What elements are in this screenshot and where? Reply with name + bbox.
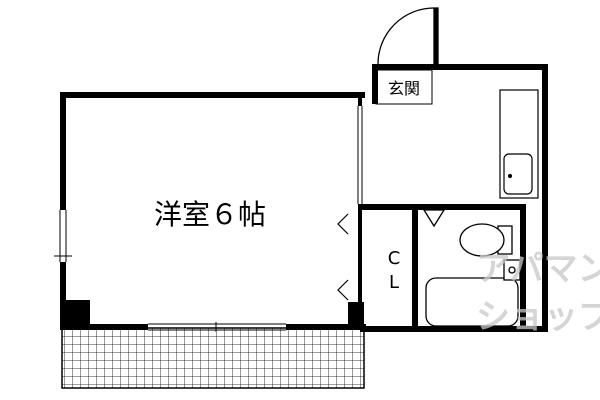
entrance-door [377,7,439,65]
kitchen-counter [499,89,539,199]
closet-door-marks [337,213,349,301]
walls [60,64,548,332]
genkan-label: 玄関 [388,79,420,98]
closet-label-l: L [389,272,399,293]
bath [425,259,521,327]
closet-label-c: C [388,248,401,269]
watermark-line1: アパマン [476,249,600,289]
watermark-line2: ショップ [476,297,600,337]
watermark: アパマン ショップ [476,249,600,337]
window-lines [54,69,433,332]
toilet [422,209,513,257]
balcony [61,327,365,389]
western-room-label: 洋室６帖 [154,198,266,231]
